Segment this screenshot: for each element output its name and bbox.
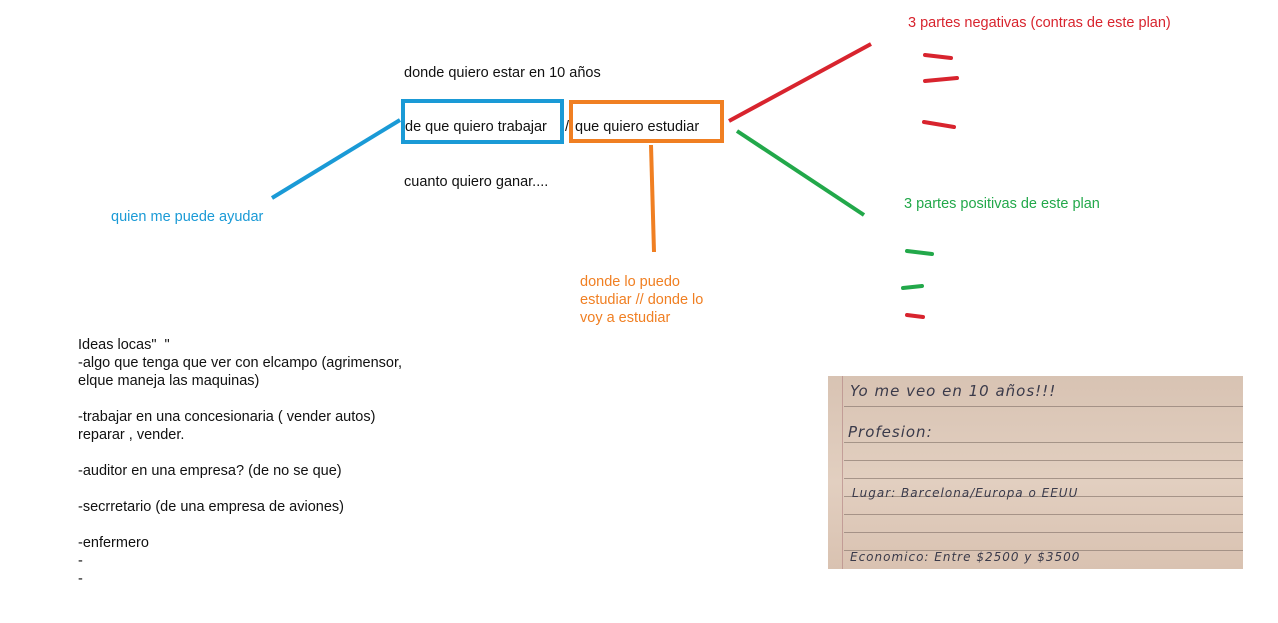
red-connector	[728, 42, 872, 123]
green-dash-1	[905, 249, 934, 256]
red-dash-4	[905, 313, 925, 319]
negatives-title: 3 partes negativas (contras de este plan…	[908, 15, 1171, 31]
blue-box	[401, 99, 564, 144]
photo-rule	[844, 478, 1243, 479]
photo-rule	[844, 442, 1243, 443]
red-dash-1	[923, 53, 953, 60]
study-place-label-line-3: voy a estudiar	[580, 310, 671, 326]
photo-rule	[844, 460, 1243, 461]
photo-rule	[844, 532, 1243, 533]
work-label: de que quiero trabajar	[405, 119, 547, 135]
photo-rule	[844, 550, 1243, 551]
study-place-label-line-1: donde lo puedo	[580, 274, 680, 290]
green-connector	[735, 129, 866, 217]
photo-margin-line	[842, 376, 843, 569]
orange-connector	[649, 144, 656, 253]
red-dash-3	[922, 120, 956, 129]
study-label: que quiero estudiar	[575, 119, 700, 135]
photo-line-1: Yo me veo en 10 años!!!	[850, 382, 1057, 400]
green-dash-2	[901, 284, 924, 290]
helper-label: quien me puede ayudar	[111, 209, 264, 225]
study-place-label-line-2: estudiar // donde lo	[580, 292, 704, 308]
photo-rule	[844, 514, 1243, 515]
orange-box	[569, 100, 724, 143]
photo-rule	[844, 496, 1243, 497]
photo-line-3: Lugar: Barcelona/Europa o EEUU	[852, 486, 1079, 500]
crazy-ideas-notes: Ideas locas" " -algo que tenga que ver c…	[78, 337, 403, 587]
separator-slash: /	[565, 119, 570, 135]
red-dash-2	[923, 76, 959, 83]
blue-connector	[270, 118, 402, 200]
positives-title: 3 partes positivas de este plan	[904, 196, 1100, 212]
center-line-1: donde quiero estar en 10 años	[404, 65, 601, 81]
photo-rule	[844, 406, 1243, 407]
handwritten-note-photo: Yo me veo en 10 años!!! Profesion: Lugar…	[828, 376, 1243, 569]
photo-line-4: Economico: Entre $2500 y $3500	[850, 550, 1081, 564]
center-line-3: cuanto quiero ganar....	[404, 174, 549, 190]
photo-line-2: Profesion:	[848, 423, 933, 441]
